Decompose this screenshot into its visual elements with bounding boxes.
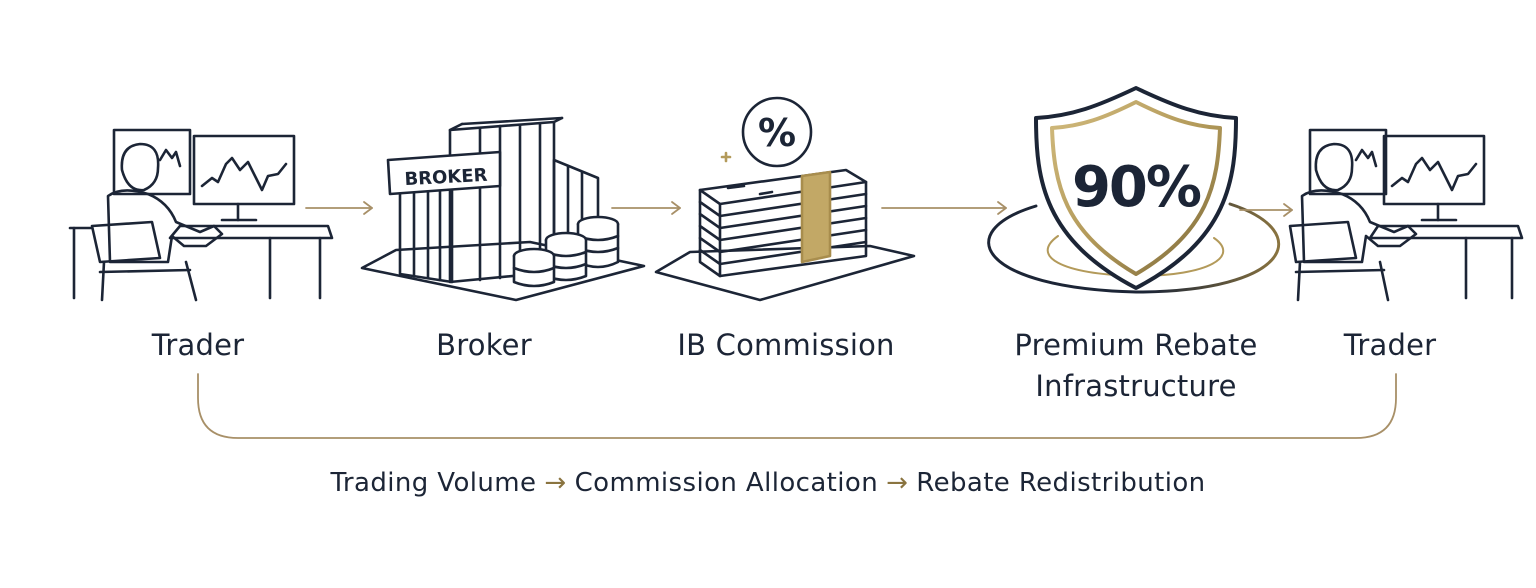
flow-arrows [197,201,1397,439]
step-label-trader: Trader [151,328,245,362]
flow-arrow-icon: → [544,468,567,498]
coin-stacks [512,215,620,288]
rebate-shield-icon [987,86,1281,294]
flow-caption: Trading Volume→Commission Allocation→Reb… [0,468,1536,498]
broker-building-icon [360,116,646,302]
step-label-broker: Broker [436,328,532,362]
arrow-commission-to-shield [881,201,1007,215]
flow-arrow-icon: → [886,468,909,498]
return-loop-connector [197,373,1397,439]
commission-cash-stack-icon [654,96,916,302]
flow-step-commission-allocation: Commission Allocation [574,468,879,498]
arrow-broker-to-commission [611,201,681,215]
flow-step-trading-volume: Trading Volume [330,468,537,498]
rebate-percent-badge: 90% [1072,155,1201,220]
flow-step-rebate-redistribution: Rebate Redistribution [916,468,1206,498]
step-label-premium-rebate-infrastructure: Premium Rebate Infrastructure [1014,328,1258,403]
arrow-trader-to-broker [305,201,373,215]
trader-workstation-icon [68,128,334,302]
broker-sign-text: BROKER [404,165,488,190]
step-label-ib-commission: IB Commission [677,328,895,362]
percent-badge-text: % [758,111,796,155]
arrow-shield-to-trader [1239,203,1293,217]
step-label-trader-return: Trader [1343,328,1437,362]
trader-workstation-icon-right [1288,128,1524,302]
